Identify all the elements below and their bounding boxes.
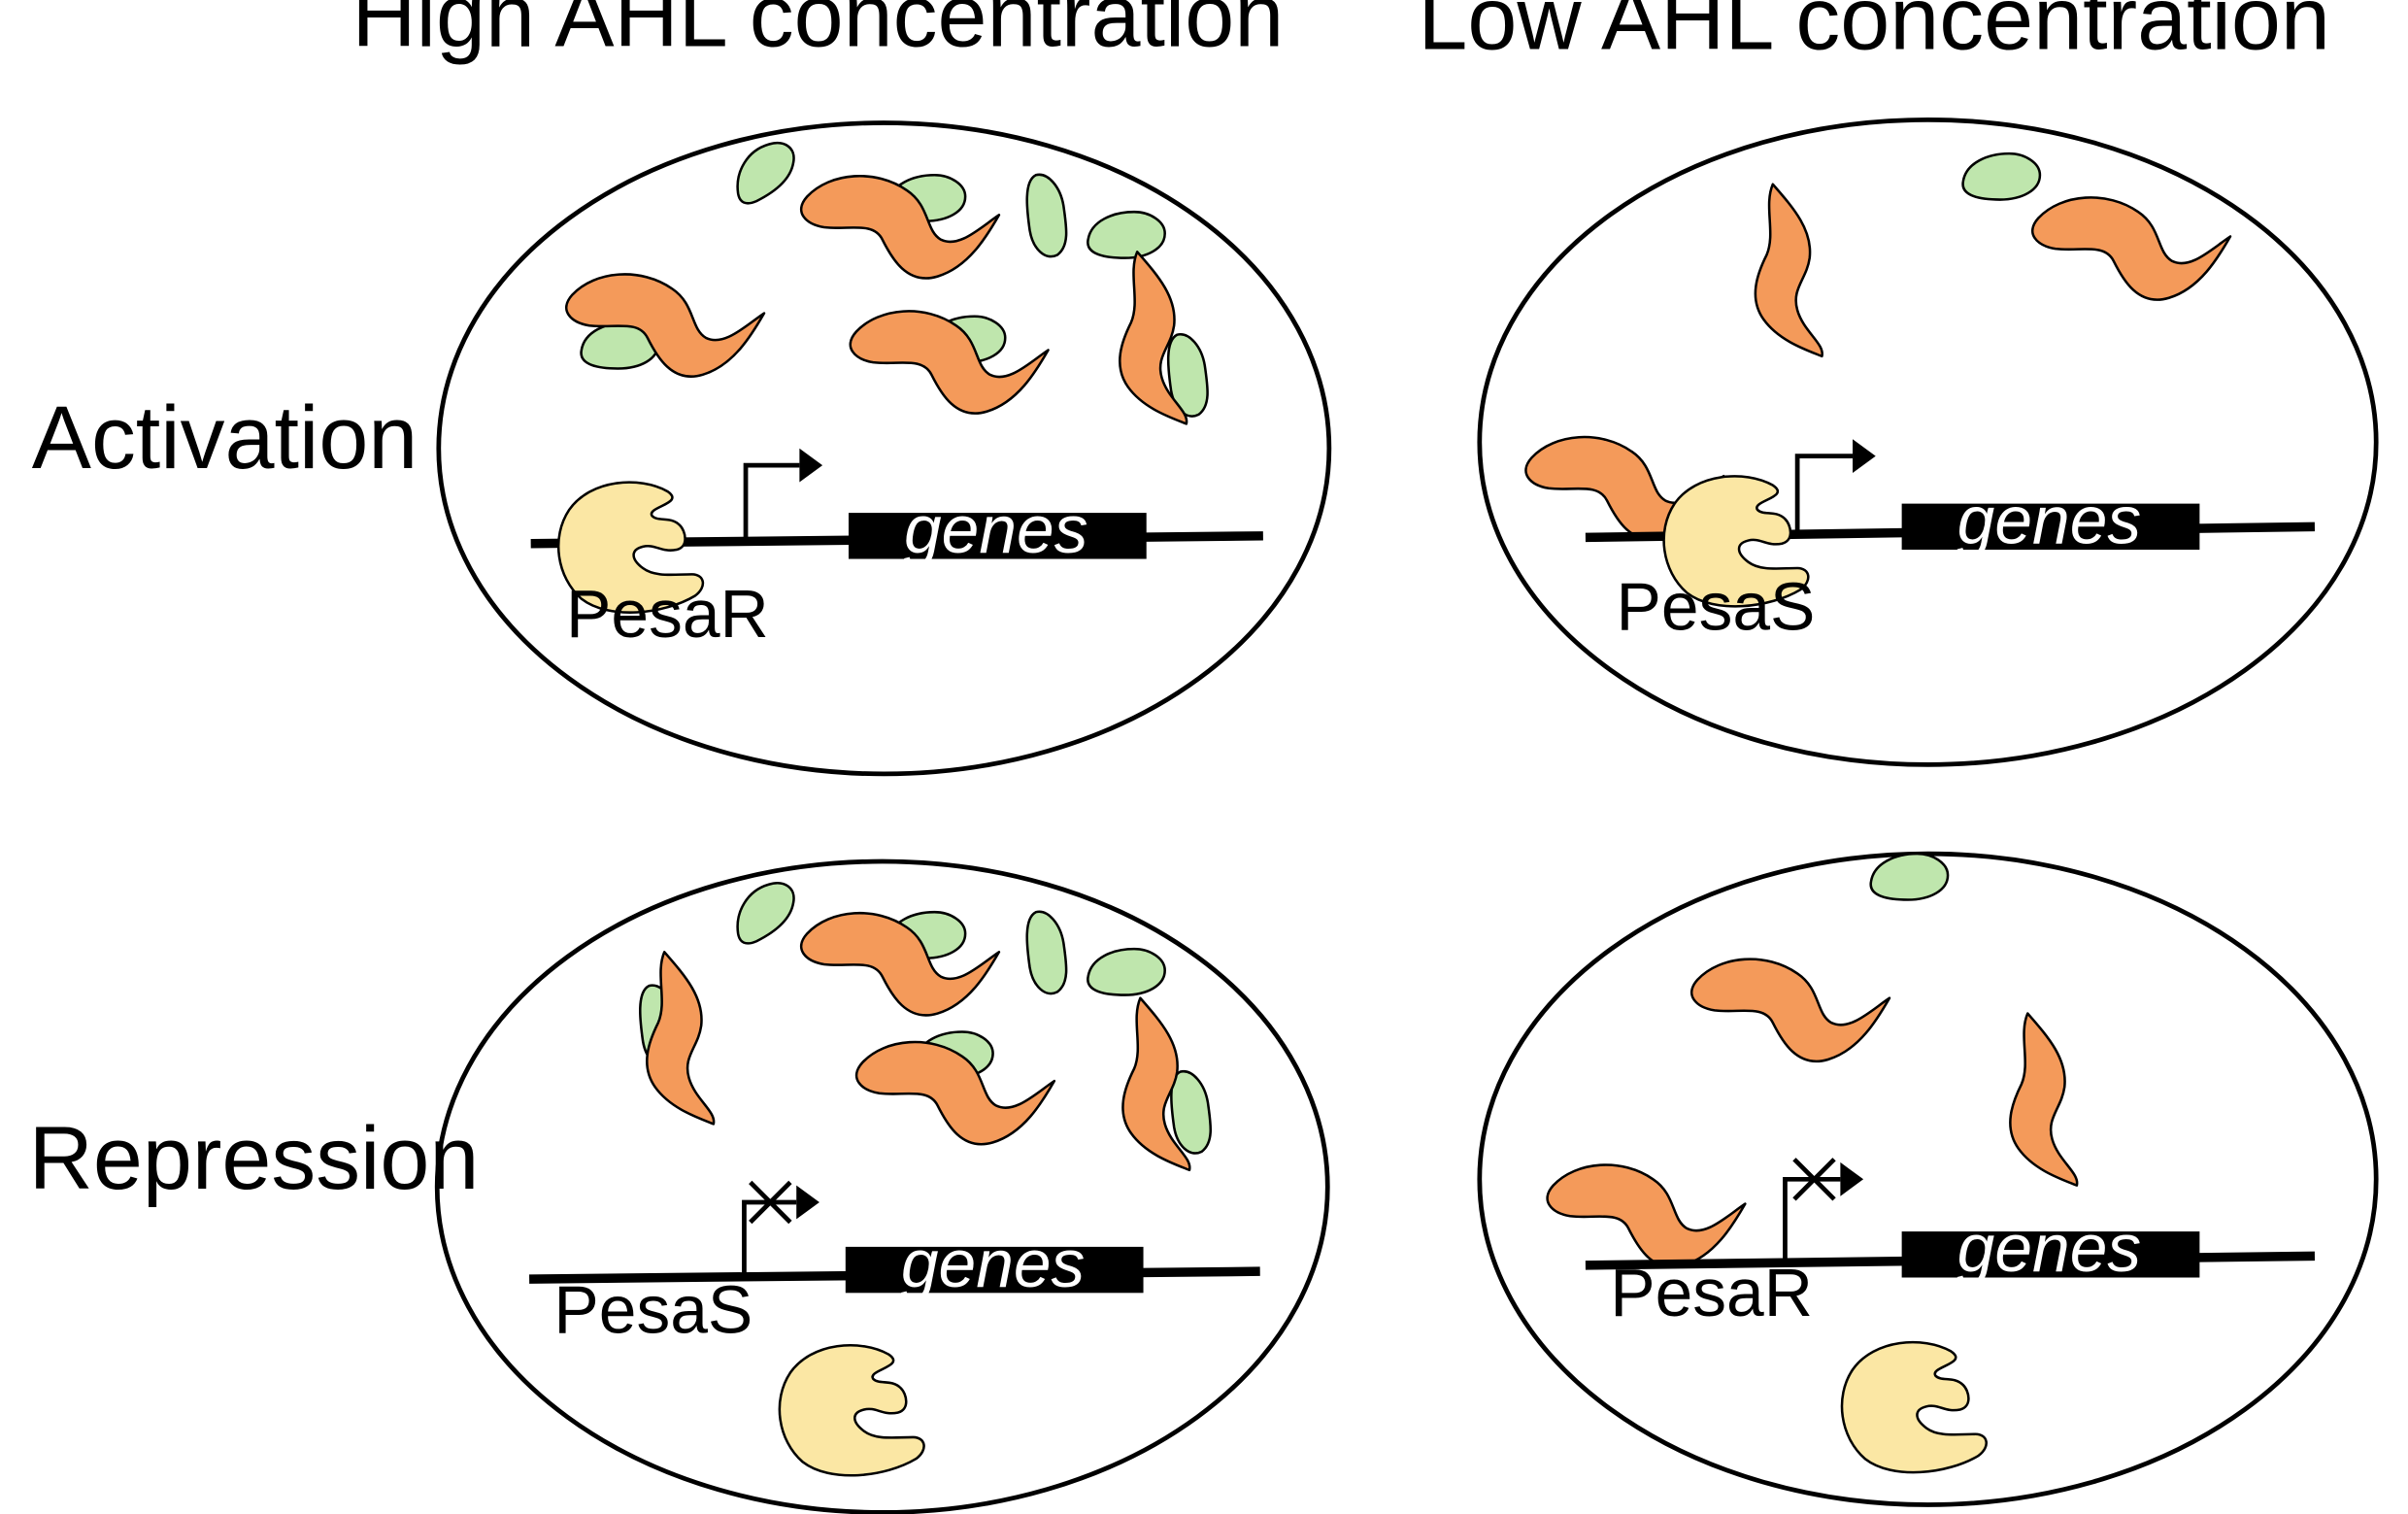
ahl-molecule bbox=[736, 882, 795, 945]
gene-box bbox=[848, 513, 1147, 559]
promoter-arrowhead bbox=[1853, 439, 1876, 473]
protein-label: PesaR bbox=[1610, 1255, 1813, 1330]
gene-label: genes bbox=[1957, 483, 2142, 558]
free-pesa-protein bbox=[778, 1344, 925, 1477]
gene-label: genes bbox=[1957, 1210, 2142, 1286]
gene-box bbox=[1901, 503, 2200, 551]
cell-high-repression: genes PesaS bbox=[434, 858, 1330, 1514]
ahl-molecule bbox=[1869, 852, 1950, 901]
gene-label: genes bbox=[904, 491, 1087, 567]
row-heading-repression: Repression bbox=[29, 1109, 480, 1208]
ahl-molecule bbox=[1025, 910, 1068, 995]
gene-label: genes bbox=[901, 1226, 1086, 1301]
regulator-protein bbox=[2009, 1012, 2079, 1187]
cell-high-activation: genes PesaR bbox=[436, 120, 1332, 777]
ahl-molecule bbox=[1170, 1069, 1213, 1155]
cell-membrane bbox=[434, 858, 1330, 1514]
promoter-arrow bbox=[743, 462, 800, 541]
cell-low-repression: genes PesaR bbox=[1477, 851, 2379, 1507]
gene-box bbox=[1901, 1231, 2200, 1278]
regulator-protein bbox=[1754, 183, 1823, 358]
promoter-arrow bbox=[1794, 454, 1854, 532]
regulator-protein bbox=[854, 1040, 1056, 1146]
cell-membrane bbox=[436, 120, 1332, 777]
column-heading-low: Low AHL concentration bbox=[1418, 0, 2330, 69]
protein-label: PesaR bbox=[566, 576, 769, 652]
regulator-protein bbox=[646, 951, 716, 1126]
regulator-protein bbox=[1689, 958, 1891, 1063]
protein-label: PesaS bbox=[553, 1271, 752, 1347]
promoter-arrow bbox=[742, 1199, 797, 1275]
ahl-molecule bbox=[1961, 151, 2042, 201]
ahl-molecule bbox=[1087, 210, 1166, 259]
protein-label: PesaS bbox=[1617, 568, 1816, 644]
ahl-molecule bbox=[1025, 173, 1068, 258]
regulator-protein bbox=[1546, 1163, 1747, 1269]
regulator-protein bbox=[799, 174, 1001, 280]
promoter-arrowhead bbox=[799, 448, 823, 483]
regulator-protein bbox=[799, 911, 1001, 1017]
blocked-transcription-cross bbox=[1792, 1158, 1836, 1201]
row-heading-activation: Activation bbox=[32, 388, 418, 488]
cell-membrane bbox=[1477, 851, 2379, 1507]
free-pesa-protein bbox=[1840, 1340, 1989, 1474]
blocked-transcription-cross bbox=[749, 1180, 792, 1225]
promoter-arrowhead bbox=[796, 1185, 819, 1220]
column-heading-high: High AHL concentration bbox=[351, 0, 1284, 65]
gene-box bbox=[845, 1246, 1144, 1294]
ahl-molecule bbox=[736, 141, 795, 205]
promoter-arrowhead bbox=[1840, 1161, 1864, 1196]
promoter-arrow bbox=[1783, 1176, 1841, 1262]
regulator-protein bbox=[2030, 196, 2232, 301]
cell-membrane bbox=[1477, 117, 2379, 767]
cell-low-activation: genes PesaS bbox=[1477, 117, 2379, 767]
regulator-protein bbox=[849, 310, 1050, 415]
ahl-molecule bbox=[1087, 947, 1166, 996]
